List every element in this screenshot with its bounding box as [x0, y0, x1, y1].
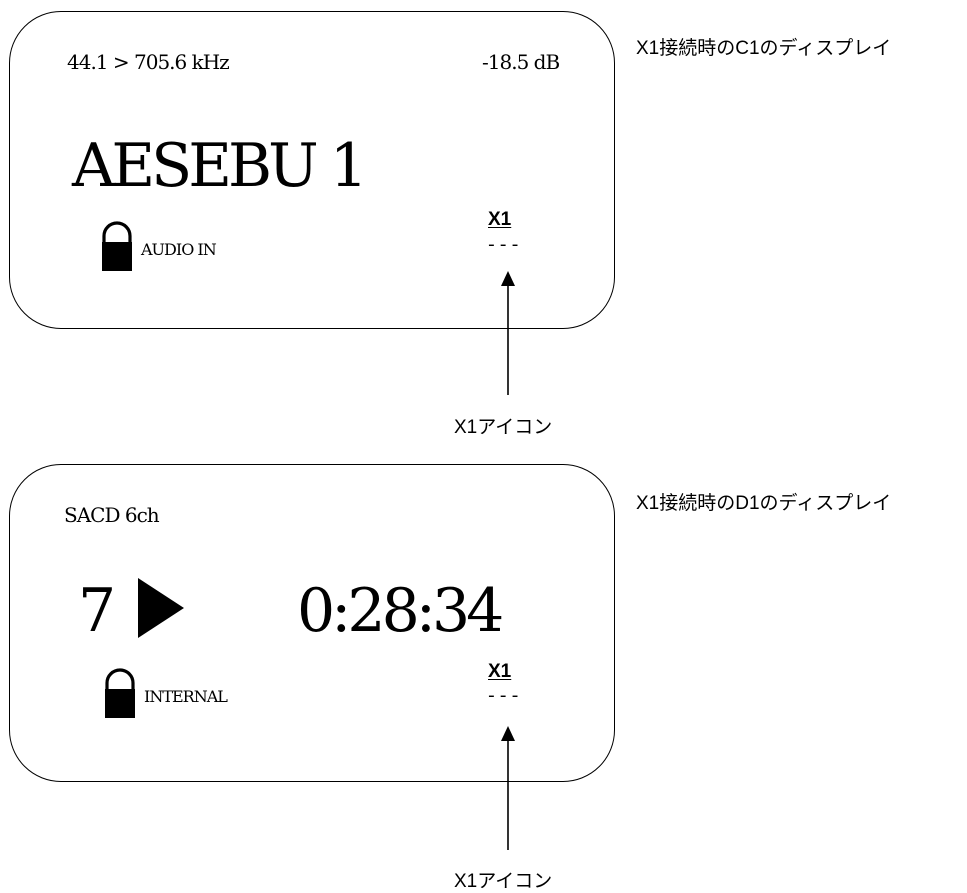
- lock-icon: [102, 221, 132, 271]
- c1-display-panel: 44.1 > 705.6 kHz -18.5 dB AESEBU 1 AUDIO…: [9, 11, 615, 329]
- arrow-up-icon: [501, 726, 515, 850]
- c1-caption: X1接続時のC1のディスプレイ: [636, 38, 892, 59]
- time-text: 0:28:34: [297, 576, 504, 646]
- sample-rate-text: 44.1 > 705.6 kHz: [67, 50, 230, 74]
- volume-text: -18.5 dB: [482, 50, 560, 74]
- format-text: SACD 6ch: [64, 503, 160, 527]
- play-icon: [138, 578, 184, 638]
- x1-icon-label: X1: [488, 661, 512, 682]
- x1-icon-label: X1: [488, 209, 512, 230]
- x1-status-text: ---: [486, 236, 522, 256]
- input-name-text: AESEBU 1: [72, 131, 368, 201]
- lock-label: INTERNAL: [144, 687, 228, 706]
- d1-arrow-label: X1アイコン: [454, 871, 553, 892]
- d1-display-panel: SACD 6ch 7 0:28:34 INTERNAL X1 ---: [9, 464, 615, 782]
- arrow-up-icon: [501, 271, 515, 395]
- d1-caption: X1接続時のD1のディスプレイ: [636, 493, 892, 514]
- track-number: 7: [78, 576, 116, 646]
- lock-label: AUDIO IN: [141, 240, 217, 259]
- c1-arrow-label: X1アイコン: [454, 417, 553, 438]
- lock-icon: [105, 668, 135, 718]
- x1-status-text: ---: [486, 687, 522, 707]
